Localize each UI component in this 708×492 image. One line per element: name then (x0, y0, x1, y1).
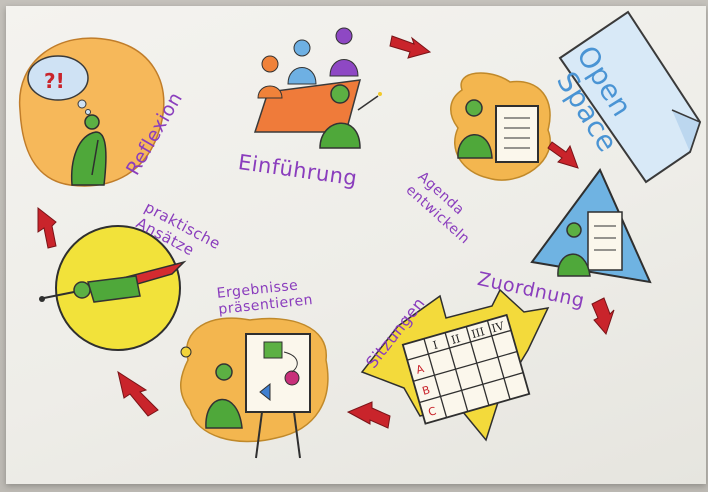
grid-col-4: IV (490, 319, 506, 335)
zuordnung-illustration (530, 168, 652, 284)
grid-col-3: III (470, 325, 486, 341)
reflexion-illustration (18, 37, 165, 187)
ergebnisse-illustration (180, 317, 329, 459)
arrow-icon (389, 35, 432, 59)
thought-bubble-text: ?! (44, 69, 65, 93)
arrow-icon (591, 297, 615, 335)
grid-row-b: B (421, 383, 432, 398)
arrow-icon (547, 141, 579, 169)
einfuehrung-illustration (253, 27, 382, 149)
grid-row-c: C (427, 404, 438, 419)
grid-row-a: A (415, 362, 426, 377)
cycle-arrows (37, 35, 615, 429)
lightbulb-icon (180, 346, 192, 358)
figure-head (84, 114, 100, 130)
arrow-icon (37, 206, 57, 249)
open-space-sign (558, 10, 702, 184)
arrow-icon (117, 370, 159, 417)
thought-bubble (27, 55, 89, 101)
grid-col-2: II (450, 332, 462, 347)
praktische-illustration (39, 225, 187, 351)
grid-col-1: I (432, 338, 440, 352)
agenda-illustration (450, 72, 551, 181)
sitzungen-illustration: I II III IV A B C (360, 288, 550, 442)
arrow-icon (346, 401, 391, 429)
session-schedule-grid: I II III IV A B C (401, 313, 531, 425)
